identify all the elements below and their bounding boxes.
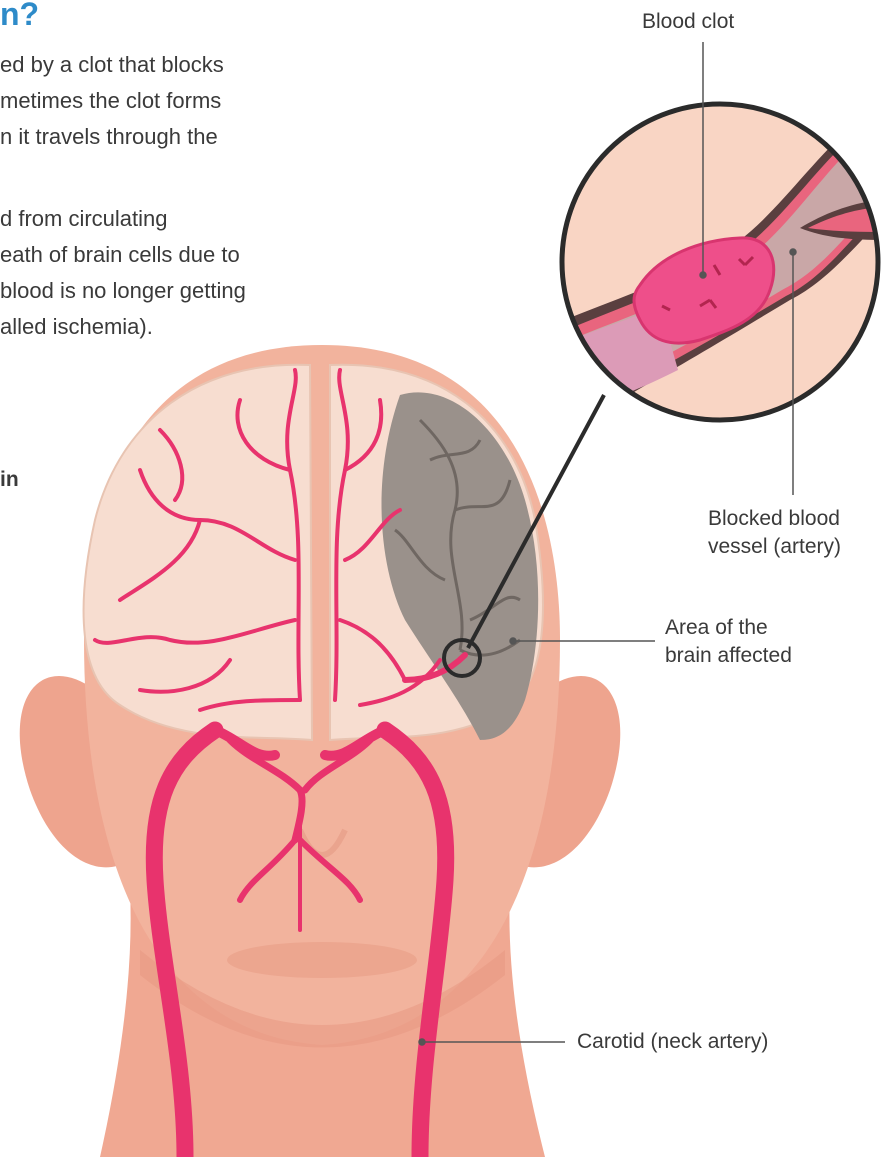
label-blood-clot: Blood clot (642, 8, 734, 36)
label-carotid: Carotid (neck artery) (577, 1028, 768, 1056)
head-figure (20, 345, 621, 1157)
label-area-affected: Area of the brain affected (665, 614, 792, 670)
label-blocked-vessel: Blocked blood vessel (artery) (708, 505, 841, 561)
mouth-shadow (227, 942, 417, 978)
